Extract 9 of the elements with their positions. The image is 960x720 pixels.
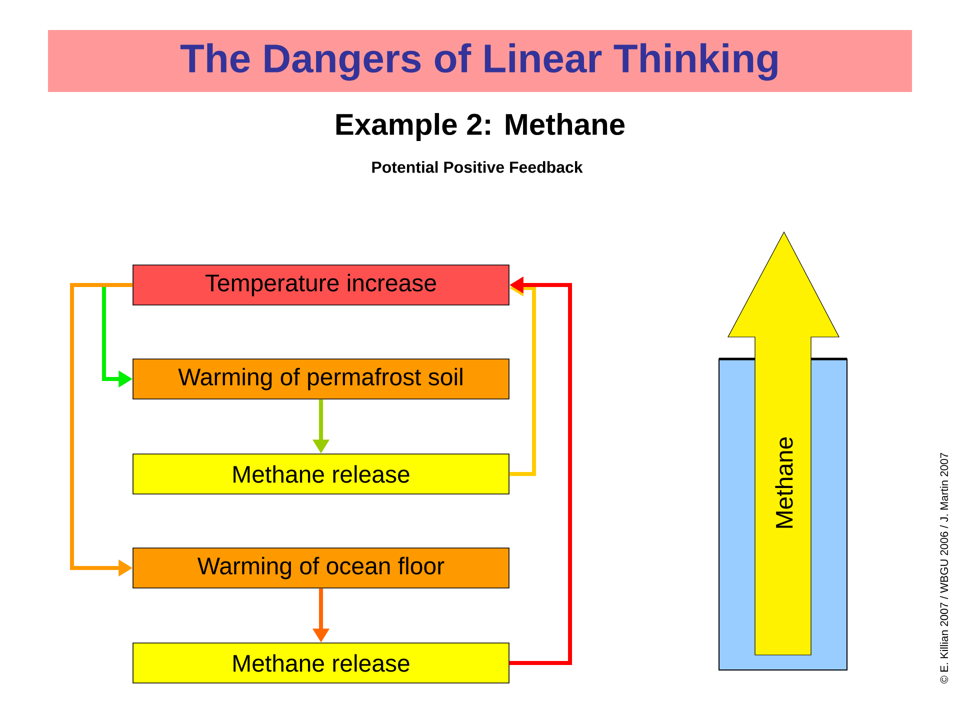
process-box: Methane release (132, 642, 510, 684)
process-box: Warming of permafrost soil (132, 358, 510, 400)
heading: Example 2: Methane (336, 113, 625, 141)
process-box: Warming of ocean floor (132, 548, 510, 588)
process-box: Temperature increase (132, 264, 510, 306)
subheading: Potential Positive Feedback (372, 161, 583, 173)
process-box: Methane release (132, 454, 510, 494)
copyright-note: © E. Killian 2007 / WBGU 2006 / J. Martin 2007 (940, 452, 948, 684)
title-banner: The Dangers of Linear Thinking (48, 30, 912, 92)
